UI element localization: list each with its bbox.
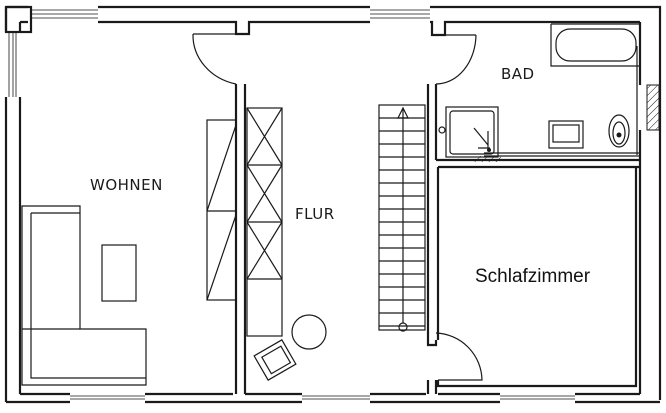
room-label-schlafzimmer: Schlafzimmer [475, 266, 591, 287]
windows [8, 9, 660, 400]
doors [192, 33, 483, 381]
room-label-bad: BAD [501, 65, 535, 83]
staircase [378, 104, 426, 332]
room-label-flur: FLUR [295, 205, 335, 223]
bad-fixtures [438, 23, 640, 162]
flur-furniture [246, 107, 327, 381]
room-label-wohnen: WOHNEN [90, 176, 163, 194]
wohnen-furniture [21, 119, 237, 386]
room-labels: WOHNEN FLUR BAD Schlafzimmer [90, 65, 591, 287]
